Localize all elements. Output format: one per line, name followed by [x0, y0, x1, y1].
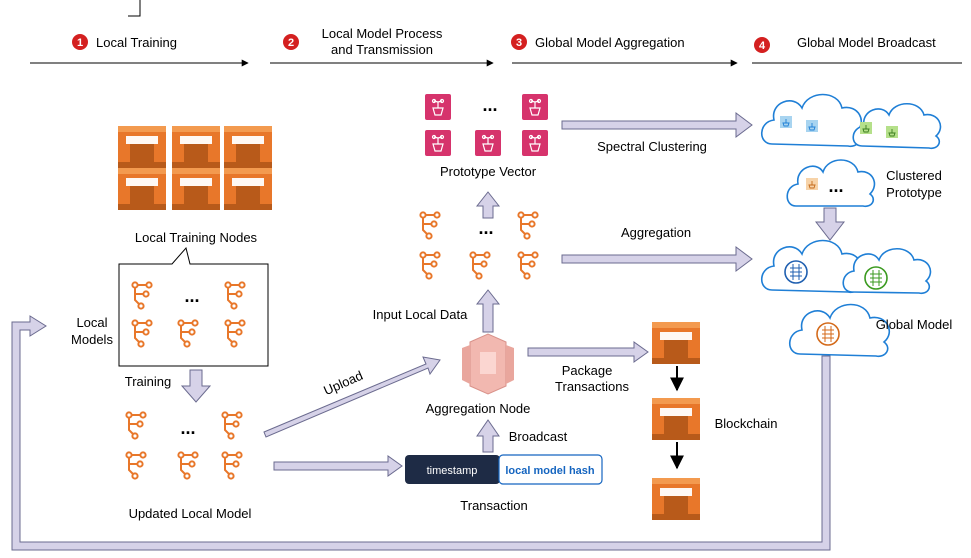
spectral-clustering-label: Spectral Clustering [597, 139, 707, 154]
ellipsis: ... [482, 95, 497, 115]
spectral-clustering-arrow [561, 112, 753, 138]
ellipsis: ... [180, 418, 195, 438]
blockchain-block-icon [652, 478, 700, 520]
timestamp-field [405, 455, 500, 484]
ellipsis: ... [828, 176, 843, 196]
aggregation-arrow [561, 246, 753, 272]
prototype-chip-icon [424, 93, 452, 121]
model-tree-icon [517, 251, 539, 280]
training-arrow [180, 369, 212, 403]
hash-field [498, 454, 603, 485]
blockchain-block-icon [652, 398, 700, 440]
model-tree-icon [419, 251, 441, 280]
local-models-icons: ... [131, 281, 246, 348]
package-label-line2: Transactions [555, 379, 629, 394]
transaction-record: timestamp local model hash [405, 454, 603, 485]
blockchain-block-icon [652, 322, 700, 364]
cloud-icon: ... [786, 159, 876, 208]
aggregation-node-icon [462, 333, 514, 395]
top-connector [128, 0, 141, 17]
upload-arrow [263, 356, 441, 438]
stage-2-number: 2 [288, 37, 294, 49]
prototype-chip-icon [521, 129, 549, 157]
stage-3-badge [511, 34, 527, 50]
prototype-chip-icon [424, 129, 452, 157]
stage-1-label: Local Training [96, 35, 177, 50]
stage-2-label-line1: Local Model Process [322, 26, 443, 41]
aggregation-label: Aggregation [621, 225, 691, 240]
model-tree-icon [125, 451, 147, 480]
clustered-label-line2: Prototype [886, 185, 942, 200]
stage-2-badge [283, 34, 299, 50]
local-training-nodes-label: Local Training Nodes [135, 230, 258, 245]
aws-ec2-cluster-icon [118, 126, 272, 210]
transaction-label: Transaction [460, 498, 527, 513]
global-model-clouds [760, 239, 932, 358]
cloud-icon [788, 303, 891, 358]
updated-models-icons: ... [125, 411, 243, 480]
prototype-chip-icons: ... [424, 93, 549, 157]
broadcast-label: Broadcast [509, 429, 568, 444]
local-models-label-line2: Models [71, 332, 113, 347]
ellipsis: ... [184, 286, 199, 306]
updated-local-model-label: Updated Local Model [129, 506, 252, 521]
training-label: Training [125, 374, 171, 389]
stage-3-number: 3 [516, 37, 522, 49]
broadcast-feedback-arrow [11, 315, 831, 551]
model-tree-icon [221, 451, 243, 480]
input-local-data-label: Input Local Data [373, 307, 468, 322]
stage-header: 1 Local Training 2 Local Model Process a… [30, 0, 962, 67]
model-tree-icon [469, 251, 491, 280]
global-model-label: Global Model [876, 317, 953, 332]
prototype-models-icons: ... [419, 211, 539, 280]
cloud-icon [852, 102, 942, 150]
to-transaction-arrow [273, 455, 403, 477]
model-tree-icon [177, 451, 199, 480]
stage-4-label: Global Model Broadcast [797, 35, 936, 50]
prototype-chip-icon [474, 129, 502, 157]
stage-4-number: 4 [759, 40, 766, 52]
clustered-prototype-clouds: ... [760, 93, 942, 208]
prototype-vector-label: Prototype Vector [440, 164, 537, 179]
stage-2-label-line2: and Transmission [331, 42, 433, 57]
stage-3-label: Global Model Aggregation [535, 35, 685, 50]
input-data-arrow [475, 289, 501, 333]
stage-1-number: 1 [77, 37, 83, 49]
model-tree-icon [517, 211, 539, 240]
local-models-callout [118, 246, 269, 367]
stage-1-badge [72, 34, 88, 50]
model-tree-icon [221, 411, 243, 440]
cloud-icon [760, 93, 863, 148]
broadcast-arrow [476, 419, 500, 453]
ellipsis: ... [478, 218, 493, 238]
hash-text: local model hash [505, 465, 595, 477]
model-tree-icon [125, 411, 147, 440]
timestamp-text: timestamp [427, 465, 478, 477]
stage-4-badge [754, 37, 770, 53]
package-arrow [527, 341, 649, 363]
clustered-label-line1: Clustered [886, 168, 942, 183]
model-tree-icon [419, 211, 441, 240]
cluster-to-global-arrow [814, 207, 846, 241]
aggregation-node-label: Aggregation Node [426, 401, 531, 416]
package-label-line1: Package [562, 363, 613, 378]
cloud-icon [842, 247, 932, 295]
blockchain-label: Blockchain [715, 416, 778, 431]
to-prototype-arrow [475, 191, 501, 219]
local-models-label-line1: Local [76, 315, 107, 330]
prototype-chip-icon [521, 93, 549, 121]
blockchain [652, 322, 700, 520]
